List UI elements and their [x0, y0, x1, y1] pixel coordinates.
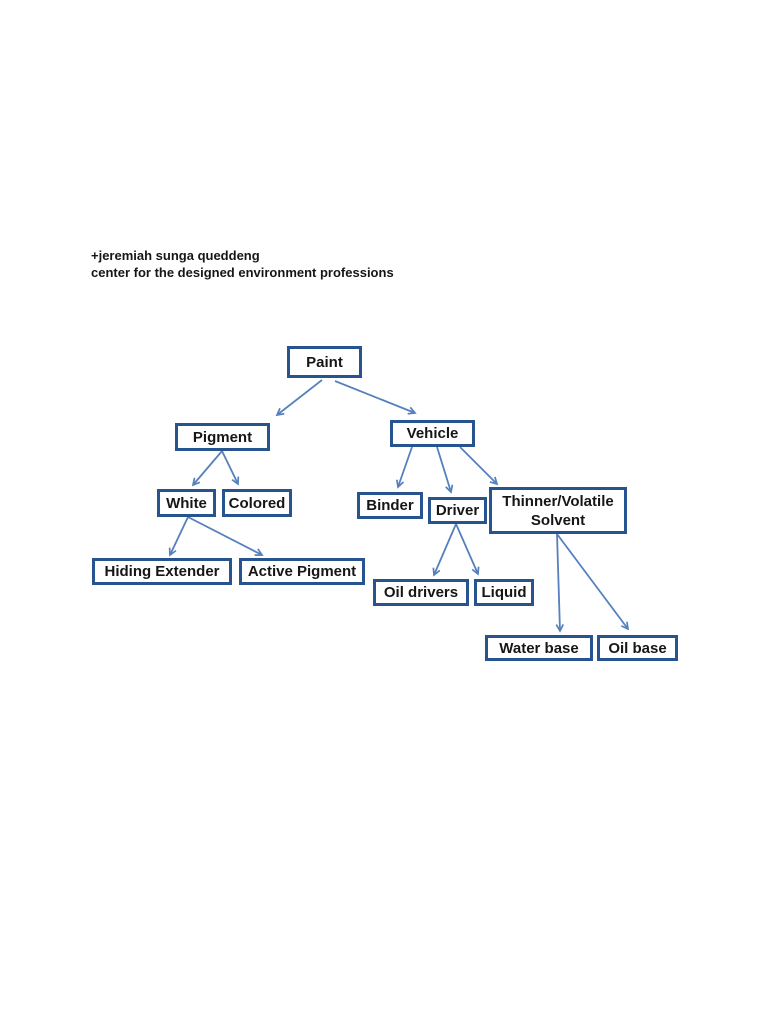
arrow-vehicle-to-thinner [459, 446, 499, 486]
arrow-pigment-to-colored [221, 450, 240, 486]
node-binder: Binder [357, 492, 423, 519]
organization-line: center for the designed environment prof… [91, 265, 394, 280]
node-oil-drivers: Oil drivers [373, 579, 469, 606]
node-hiding-extender: Hiding Extender [92, 558, 232, 585]
node-paint: Paint [287, 346, 362, 378]
document-header: +jeremiah sunga queddeng center for the … [91, 247, 394, 281]
arrow-white-to-active-pigment [187, 516, 264, 556]
arrow-pigment-to-white [191, 450, 223, 487]
arrow-white-to-hiding-extender [168, 516, 189, 557]
arrow-vehicle-to-binder [396, 446, 413, 489]
node-vehicle: Vehicle [390, 420, 475, 447]
node-water-base: Water base [485, 635, 593, 661]
arrow-driver-to-liquid [455, 523, 480, 576]
node-pigment: Pigment [175, 423, 270, 451]
node-thinner-volatile-solvent: Thinner/Volatile Solvent [489, 487, 627, 534]
arrow-vehicle-to-driver [436, 446, 454, 494]
node-white: White [157, 489, 216, 517]
arrow-paint-to-vehicle [334, 380, 417, 415]
node-oil-base: Oil base [597, 635, 678, 661]
arrow-thinner-to-oil-base [556, 533, 630, 631]
node-colored: Colored [222, 489, 292, 517]
node-driver: Driver [428, 497, 487, 524]
node-liquid: Liquid [474, 579, 534, 606]
author-line: +jeremiah sunga queddeng [91, 248, 260, 263]
arrow-driver-to-oil-drivers [432, 523, 457, 577]
arrow-paint-to-pigment [275, 379, 323, 417]
arrow-thinner-to-water-base [555, 533, 565, 633]
node-active-pigment: Active Pigment [239, 558, 365, 585]
